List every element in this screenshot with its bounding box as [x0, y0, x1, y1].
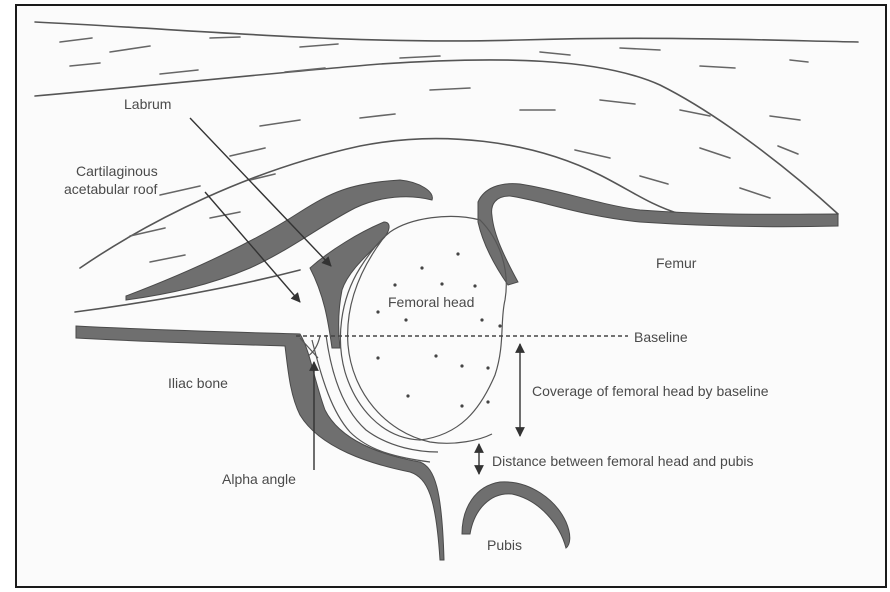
label-alpha-angle: Alpha angle	[222, 471, 296, 487]
label-pubis: Pubis	[487, 537, 522, 553]
label-acetabular-roof: acetabular roof	[64, 181, 158, 197]
label-femoral-head: Femoral head	[388, 294, 474, 310]
label-coverage: Coverage of femoral head by baseline	[532, 383, 769, 399]
label-cartilaginous: Cartilaginous	[76, 163, 158, 179]
label-femur: Femur	[656, 255, 697, 271]
soft-tissue-layers	[35, 22, 858, 312]
label-baseline: Baseline	[634, 329, 688, 345]
labrum-shape	[310, 222, 389, 348]
label-distance: Distance between femoral head and pubis	[492, 453, 754, 469]
muscle-fibres	[60, 37, 808, 262]
joint-capsule	[126, 180, 432, 300]
label-iliac-bone: Iliac bone	[168, 375, 228, 391]
label-labrum: Labrum	[124, 96, 171, 112]
ossification-dots	[376, 252, 501, 407]
femoral-head-rim	[348, 240, 492, 443]
